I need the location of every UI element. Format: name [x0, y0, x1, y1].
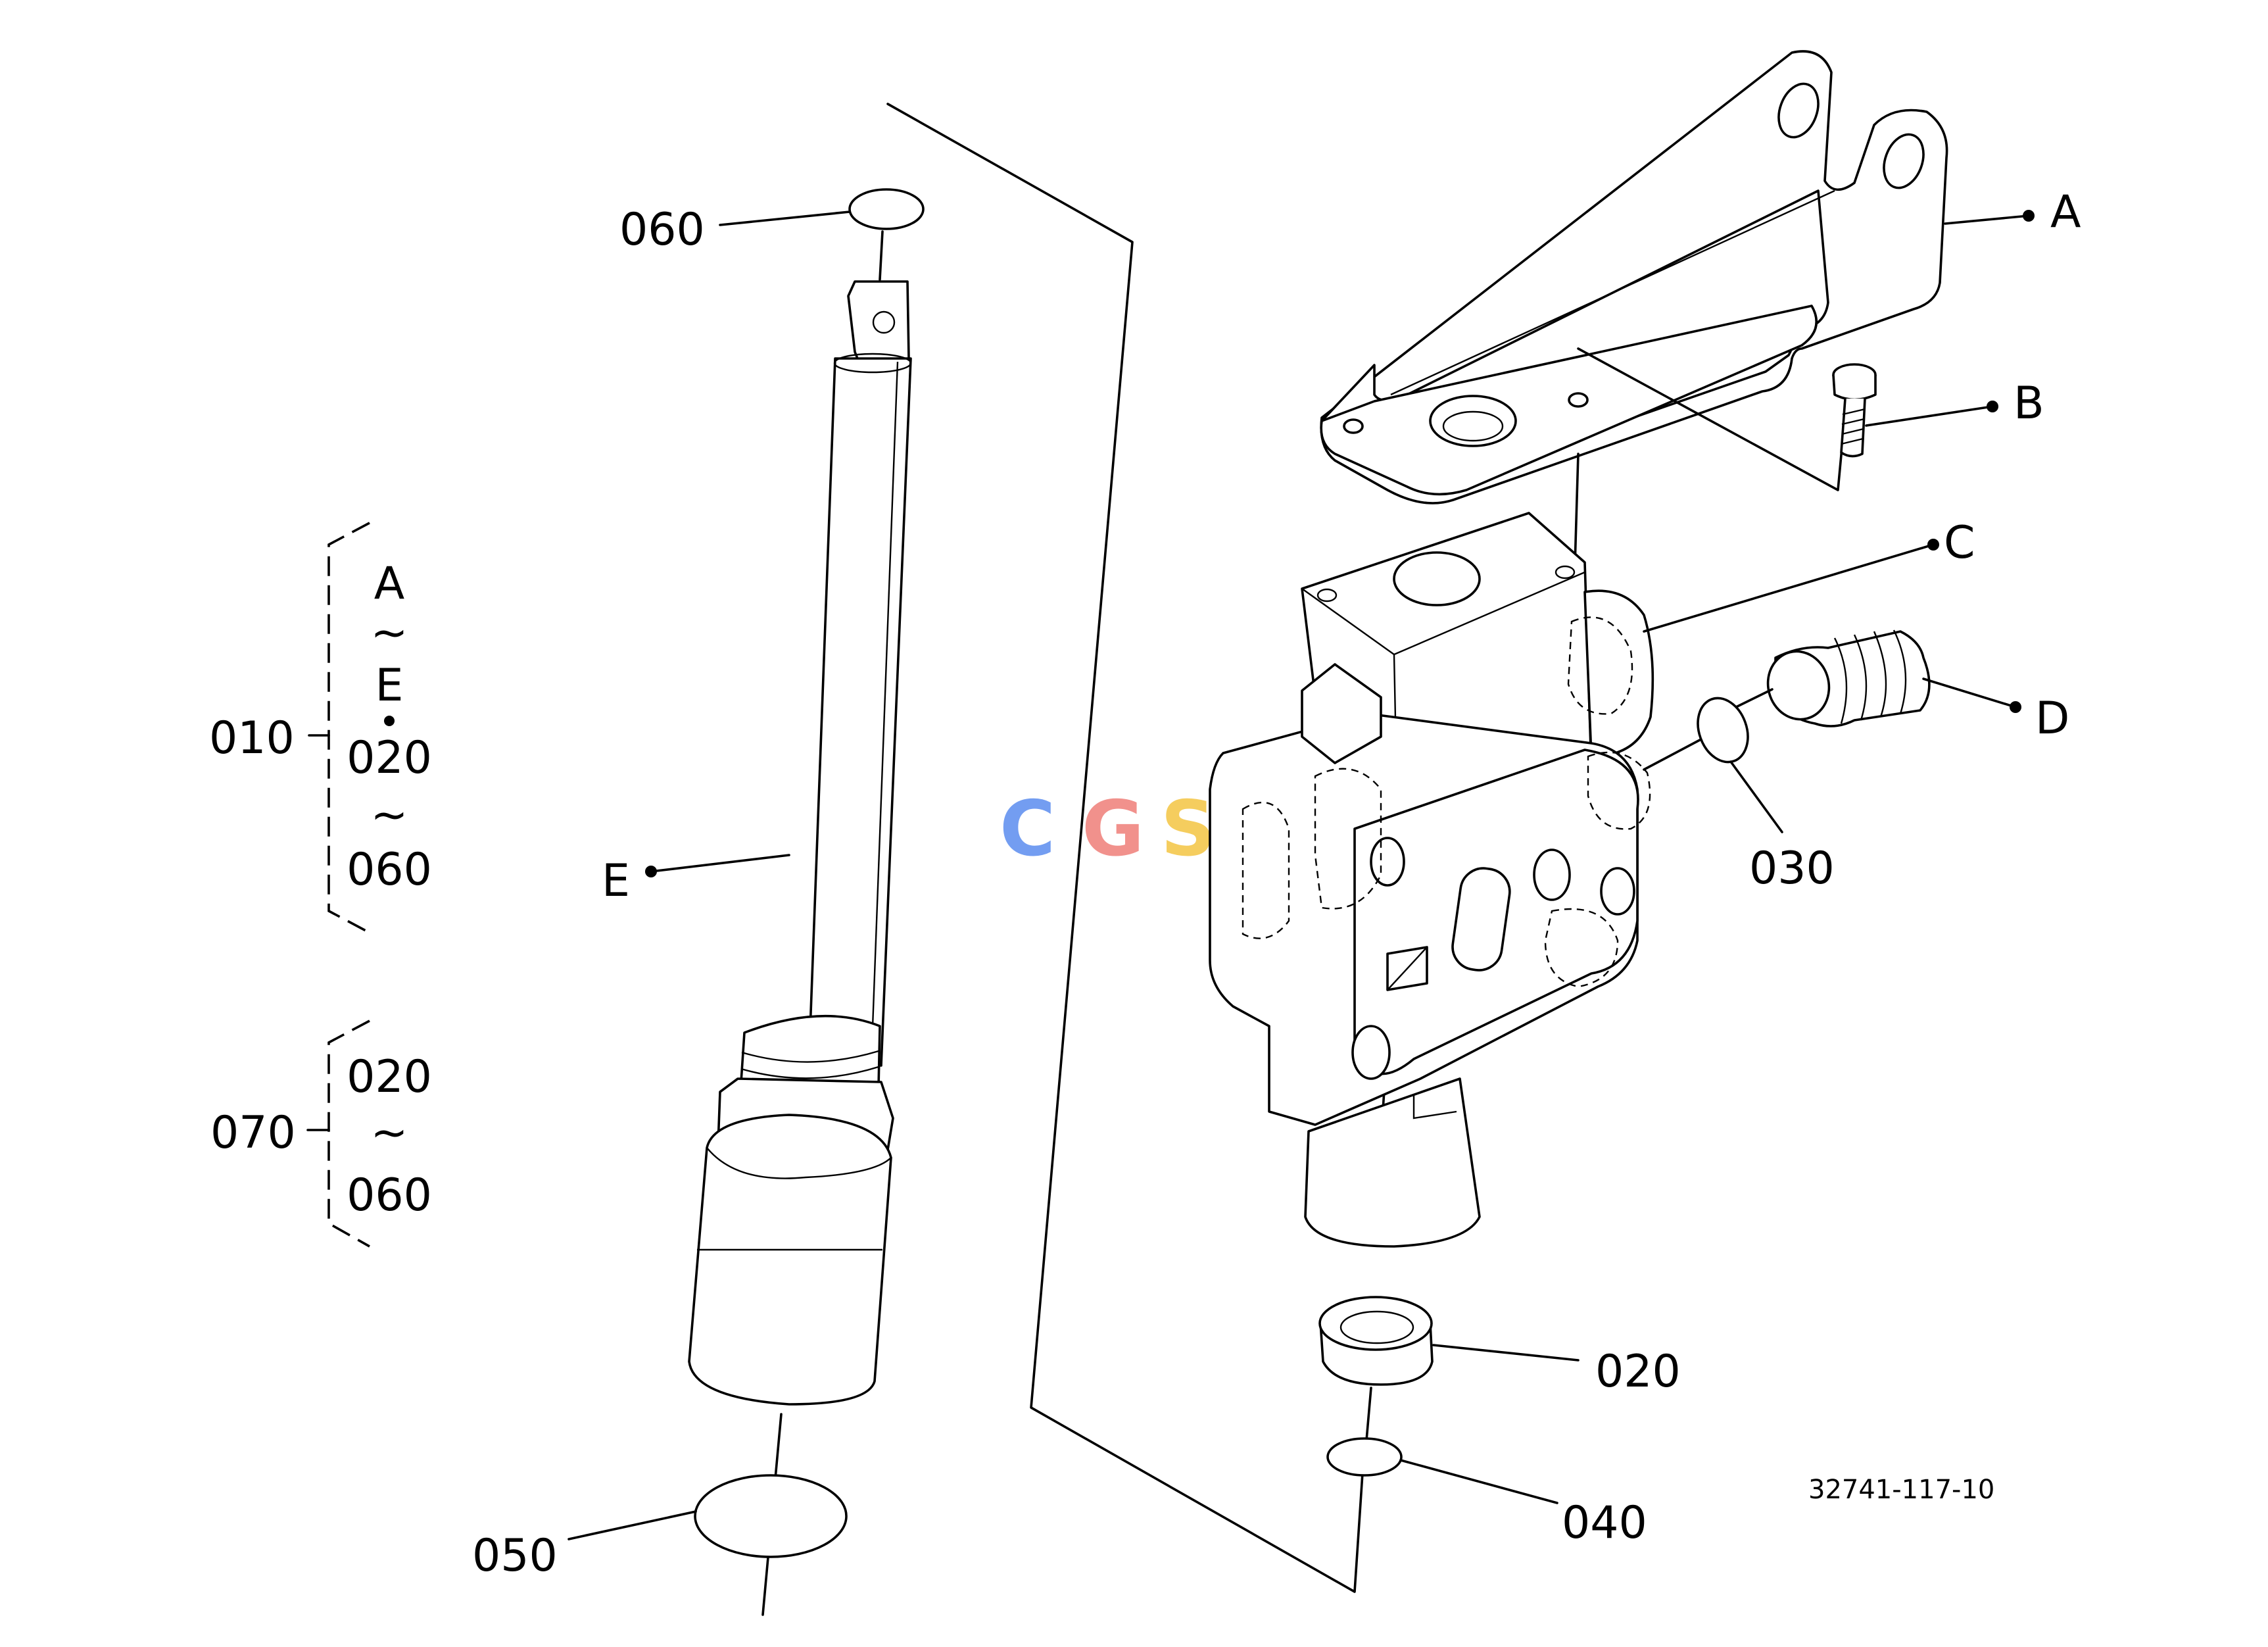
callout-060: 060 [619, 204, 705, 256]
assembly-010-number: 010 [209, 712, 295, 764]
spool-rod-e [688, 280, 912, 1406]
bushing-020 [1318, 1296, 1434, 1386]
callout-e: E [602, 855, 630, 907]
assembly-070-line-2: ~ [371, 1107, 408, 1159]
callout-040: 040 [1562, 1497, 1647, 1549]
assembly-070-line-3: 060 [347, 1169, 432, 1221]
callout-020: 020 [1595, 1346, 1681, 1398]
watermark-letter-1: C [1000, 785, 1055, 873]
o-ring-060 [848, 188, 925, 230]
assembly-010-line-1: A [374, 558, 405, 610]
callout-c: C [1944, 517, 1975, 569]
assembly-070-group: 070 020 ~ 060 [210, 1020, 432, 1248]
assembly-010-separator-dot [384, 716, 395, 726]
assembly-010-line-2: ~ [371, 607, 408, 659]
assembly-070-number: 070 [210, 1107, 296, 1159]
assembly-010-line-6: 060 [347, 844, 432, 896]
assembly-070-line-1: 020 [347, 1051, 432, 1103]
callout-d: D [2035, 693, 2069, 745]
watermark-letter-2: G [1082, 785, 1144, 873]
o-ring-030 [1697, 697, 1749, 764]
assembly-010-line-3: E [375, 660, 404, 712]
callout-050: 050 [472, 1530, 558, 1582]
leader-dots [645, 210, 2035, 877]
drawing-number: 32741-117-10 [1808, 1475, 1994, 1505]
watermark-letter-3: S [1161, 785, 1216, 873]
cap-screw-b [1832, 363, 1877, 458]
assembly-010-line-4: 020 [347, 732, 432, 784]
valve-body-c [1209, 512, 1654, 1248]
callout-b: B [2014, 378, 2044, 430]
plug-d [1766, 629, 1931, 727]
assembly-010-line-5: ~ [371, 789, 408, 841]
callout-a: A [2050, 186, 2081, 238]
o-ring-040 [1326, 1437, 1403, 1477]
leader-lines [306, 210, 2030, 1540]
bracket-a [1320, 50, 1948, 504]
callout-030: 030 [1749, 843, 1835, 895]
o-ring-050 [694, 1474, 848, 1558]
assembly-010-group: 010 A ~ E 020 ~ 060 [209, 522, 432, 934]
